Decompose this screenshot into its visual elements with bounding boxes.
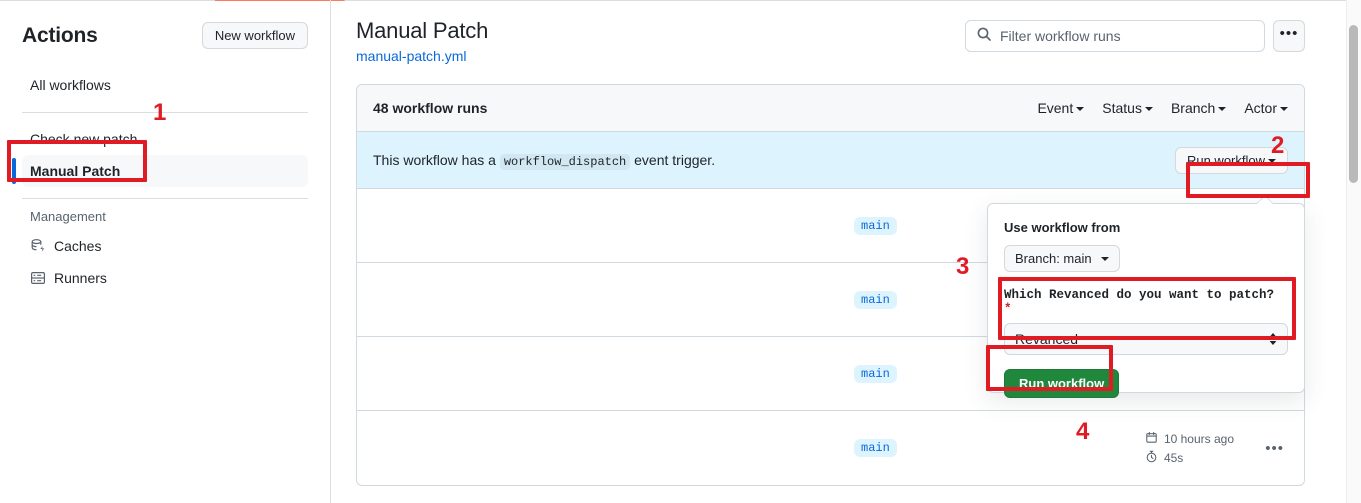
- sidebar-item-all-workflows[interactable]: All workflows: [22, 69, 308, 101]
- sidebar-divider: [22, 112, 308, 113]
- filter-label: Branch: [1170, 100, 1216, 116]
- dispatch-text-after: event trigger.: [634, 151, 716, 168]
- filter-label: Event: [1037, 100, 1074, 116]
- sidebar-item-check-new-patch[interactable]: Check new patch: [22, 123, 308, 155]
- chevron-down-icon: [1100, 256, 1109, 261]
- chevron-down-icon: [1218, 107, 1227, 111]
- table-row[interactable]: main: [357, 263, 1304, 337]
- sidebar-vertical-divider: [330, 0, 331, 503]
- sidebar-item-label: All workflows: [30, 77, 111, 93]
- search-icon: [976, 26, 992, 47]
- more-options-button[interactable]: •••: [1273, 20, 1305, 52]
- use-workflow-from-label: Use workflow from: [1004, 220, 1121, 235]
- branch-badge: main: [854, 290, 897, 309]
- branch-select-button[interactable]: Branch: main: [1004, 245, 1120, 272]
- branch-badge: main: [854, 439, 897, 457]
- branch-select-label: Branch: main: [1015, 251, 1092, 266]
- revanced-select[interactable]: Revanced: [1004, 323, 1288, 355]
- required-indicator: *: [1004, 302, 1012, 316]
- server-icon: [30, 270, 46, 286]
- page-scrollbar-track[interactable]: [1346, 0, 1361, 503]
- workflow-input-label-text: Which Revanced do you want to patch?: [1004, 288, 1275, 302]
- row-more-options-button[interactable]: •••: [1265, 439, 1284, 457]
- sidebar-item-caches[interactable]: Caches: [22, 230, 308, 262]
- page-scrollbar-thumb[interactable]: [1349, 25, 1358, 183]
- branch-badge: main: [854, 216, 897, 235]
- sidebar-item-label: Caches: [54, 238, 102, 254]
- page-heading-group: Manual Patch manual-patch.yml: [356, 17, 488, 66]
- chevron-down-icon: [1268, 158, 1276, 163]
- runs-count-label: 48 workflow runs: [373, 100, 488, 116]
- page-title: Manual Patch: [356, 18, 489, 43]
- cache-icon: [30, 238, 46, 254]
- filter-label: Actor: [1244, 100, 1277, 116]
- chevron-down-icon: [1280, 107, 1288, 111]
- new-workflow-button[interactable]: New workflow: [201, 22, 308, 49]
- workflow-runs-panel: 48 workflow runs Event Status Branch Act…: [356, 84, 1305, 486]
- sidebar-item-runners[interactable]: Runners: [22, 262, 308, 294]
- run-workflow-dropdown-button[interactable]: Run workflow: [1174, 146, 1288, 174]
- table-row[interactable]: main 10 hours ago: [357, 411, 1304, 485]
- run-duration: 45s: [1145, 450, 1234, 466]
- header-actions: •••: [965, 20, 1305, 52]
- run-workflow-button-label: Run workflow: [1186, 152, 1265, 168]
- workflow-dispatch-banner: This workflow has a workflow_dispatch ev…: [357, 132, 1304, 189]
- chevron-down-icon: [1076, 107, 1085, 111]
- sidebar-item-label: Check new patch: [30, 131, 138, 147]
- filter-branch[interactable]: Branch: [1170, 100, 1227, 116]
- sidebar-divider: [22, 198, 308, 199]
- table-row[interactable]: main: [357, 189, 1304, 263]
- sidebar-item-label: Manual Patch: [30, 163, 121, 179]
- sidebar-nav: All workflows Check new patch Manual Pat…: [12, 69, 308, 294]
- dispatch-banner-text: This workflow has a workflow_dispatch ev…: [373, 151, 716, 170]
- submit-run-workflow-button[interactable]: Run workflow: [1004, 369, 1120, 398]
- filter-group: Event Status Branch Actor: [1037, 100, 1288, 116]
- filter-actor[interactable]: Actor: [1244, 100, 1288, 116]
- stopwatch-icon: [1145, 450, 1158, 466]
- run-workflow-popover: Use workflow from Branch: main Which Rev…: [987, 203, 1305, 398]
- run-timestamp: 10 hours ago: [1145, 431, 1234, 447]
- dispatch-text-before: This workflow has a: [373, 151, 496, 168]
- filter-event[interactable]: Event: [1037, 100, 1085, 116]
- filter-label: Status: [1102, 100, 1142, 116]
- main-header: Manual Patch manual-patch.yml •••: [356, 1, 1305, 66]
- search-box[interactable]: [965, 20, 1265, 52]
- sidebar-title: Actions: [22, 23, 98, 47]
- duration-text: 45s: [1163, 450, 1184, 465]
- filter-status[interactable]: Status: [1102, 100, 1153, 116]
- sidebar-item-label: Runners: [54, 270, 107, 286]
- workflow-input-select-wrap: Revanced: [1004, 323, 1288, 355]
- calendar-icon: [1145, 431, 1158, 447]
- main-content: Manual Patch manual-patch.yml •••: [331, 1, 1333, 503]
- dispatch-event-code: workflow_dispatch: [499, 153, 631, 170]
- runs-panel-header: 48 workflow runs Event Status Branch Act…: [357, 85, 1304, 132]
- timestamp-text: 10 hours ago: [1163, 431, 1234, 446]
- sidebar-group-management: Management: [30, 209, 106, 224]
- chevron-down-icon: [1144, 107, 1153, 111]
- branch-badge: main: [854, 364, 897, 383]
- top-hairline: [0, 0, 1361, 1]
- sidebar-header: Actions New workflow: [22, 1, 308, 49]
- sidebar: Actions New workflow All workflows Check…: [0, 1, 330, 503]
- sidebar-item-manual-patch[interactable]: Manual Patch: [12, 155, 308, 187]
- run-meta: 10 hours ago 45s: [1145, 431, 1234, 466]
- workflow-input-label: Which Revanced do you want to patch? *: [1004, 288, 1288, 316]
- workflow-file-link[interactable]: manual-patch.yml: [356, 48, 467, 64]
- search-input[interactable]: [1000, 28, 1254, 44]
